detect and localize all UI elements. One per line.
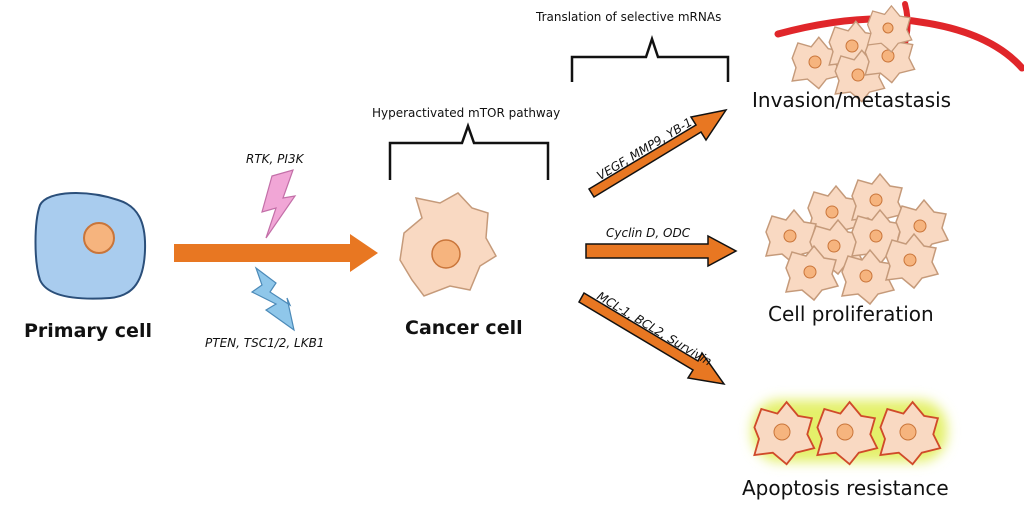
branch-arrow-invasion [587, 108, 728, 199]
mtor-pathway-label: Hyperactivated mTOR pathway [372, 106, 561, 120]
invasion-label: Invasion/metastasis [752, 88, 952, 112]
translation-bracket [570, 35, 730, 82]
mtor-bracket [388, 122, 550, 180]
apoptosis-label: Apoptosis resistance [742, 476, 949, 500]
proliferation-cells [765, 173, 949, 305]
suppressors-label: PTEN, TSC1/2, LKB1 [205, 336, 325, 350]
branch-arrow-proliferation [585, 234, 738, 268]
cancer-cell-label: Cancer cell [405, 317, 523, 339]
proliferation-genes-label: Cyclin D, ODC [606, 226, 691, 240]
primary-cell-label: Primary cell [24, 320, 152, 342]
transformation-arrow [174, 234, 378, 272]
activator-bolt-icon [261, 169, 297, 239]
proliferation-label: Cell proliferation [768, 302, 934, 326]
primary-cell [34, 192, 147, 300]
apoptosis-cells [752, 400, 947, 466]
cancer-cell [399, 192, 498, 297]
translation-label: Translation of selective mRNAs [536, 10, 722, 24]
activators-label: RTK, PI3K [246, 152, 304, 166]
branch-arrow-apoptosis [577, 291, 726, 386]
suppressor-bolt-icon [250, 266, 295, 332]
invasion-cells [774, 1, 1024, 103]
blood-vessel [774, 15, 1024, 72]
